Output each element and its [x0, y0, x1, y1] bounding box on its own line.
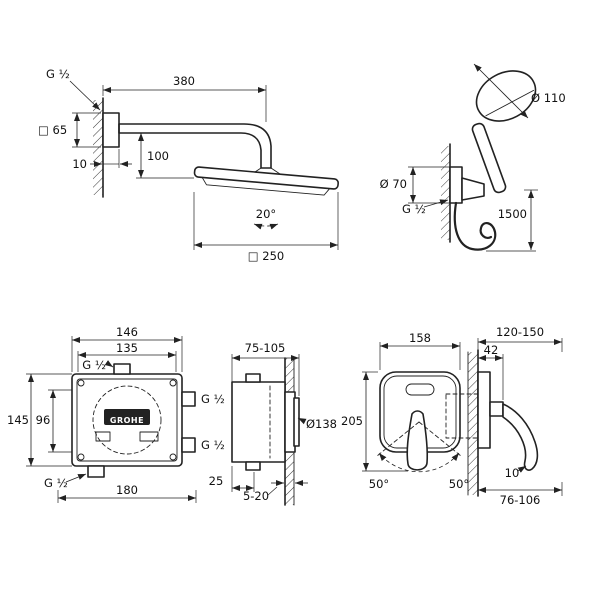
diverter-button [405, 383, 435, 396]
head-thread-label: G ½ [46, 67, 70, 81]
arm-length-label: 380 [173, 74, 195, 88]
trim-height-label: 205 [341, 414, 363, 428]
rough-in-side-geometry [231, 357, 300, 506]
rough-in-side-view: 75-105 Ø138 25 5-20 [209, 341, 337, 506]
flange-size-label: □ 65 [38, 123, 67, 137]
bottom-port-side [245, 461, 261, 471]
head-size-label: □ 250 [248, 249, 284, 263]
trim-side-dimensions: 120-150 42 10 76-106 [477, 325, 563, 507]
escutcheon-depth-label: 42 [484, 343, 499, 357]
head-shower-dimensions: 380 G ½ □ 65 10 100 20° [38, 67, 339, 263]
thread-right-bottom-label: G ½ [201, 438, 225, 452]
trim-side-view: 120-150 42 10 76-106 [445, 325, 563, 507]
swing-right-label: 50° [449, 477, 469, 491]
hand-head-diameter-label: Ø 110 [531, 91, 566, 105]
lever-clearance-label: 10 [505, 466, 520, 480]
grohe-logo: GROHE [110, 416, 144, 425]
hose-length-label: 1500 [498, 207, 527, 221]
screw-hole [169, 379, 177, 387]
flange-depth-label: 10 [72, 157, 87, 171]
trim-front-dimensions: 158 205 50° 50° [341, 331, 469, 491]
depth-range-label: 120-150 [496, 325, 544, 339]
width-total-label: 146 [116, 325, 138, 339]
trim-front-view: 158 205 50° 50° [341, 331, 469, 491]
bottom-port [87, 465, 105, 478]
thread-bottom-label: G ½ [44, 476, 68, 490]
rough-in-box-side [231, 381, 286, 463]
screw-hole [169, 453, 177, 461]
height-total-label: 145 [7, 413, 29, 427]
lever-handle-side [502, 403, 539, 471]
top-port-side [245, 373, 261, 383]
install-depth-label: 75-105 [245, 341, 286, 355]
rough-in-front-geometry: GROHE [71, 363, 196, 478]
screw-hole [77, 379, 85, 387]
width-inner-label: 135 [116, 341, 138, 355]
concealed-body [445, 393, 479, 439]
shower-hose [453, 201, 497, 251]
height-inner-label: 96 [36, 413, 51, 427]
trim-front-geometry [376, 371, 462, 473]
collar-outline [92, 385, 162, 455]
shower-arm-flange [102, 112, 120, 148]
hand-shower-handle [471, 122, 507, 194]
drop-label: 100 [147, 149, 169, 163]
right-port-top [181, 391, 196, 407]
holder-escutcheon [449, 166, 463, 204]
head-shower-disc [193, 166, 339, 196]
top-port [113, 363, 131, 375]
tilt-angle-label: 20° [256, 207, 276, 221]
plaster-range-label: 5-20 [243, 489, 269, 503]
collar-diameter-label: Ø138 [306, 417, 337, 431]
rough-in-side-dimensions: 75-105 Ø138 25 5-20 [209, 341, 337, 503]
rough-in-front-view: GROHE 146 135 G ½ 145 [7, 325, 225, 503]
wall-hatching [441, 146, 450, 240]
rough-in-front-dimensions: 146 135 G ½ 145 96 G ½ G ½ G ½ [7, 325, 225, 503]
lever-handle [406, 410, 429, 471]
hand-shower-dimensions: Ø 110 Ø 70 G ½ 1500 [380, 63, 566, 252]
grohe-logo-plate [104, 409, 150, 425]
wall-hatching [93, 100, 103, 195]
head-shower-view: 380 G ½ □ 65 10 100 20° [38, 67, 339, 263]
thread-right-top-label: G ½ [201, 392, 225, 406]
head-shower-geometry [93, 97, 339, 198]
trim-plate-side [477, 371, 491, 449]
trim-width-label: 158 [409, 331, 431, 345]
right-port-bottom [181, 437, 196, 453]
hand-thread-label: G ½ [402, 202, 426, 216]
hand-shower-view: Ø 110 Ø 70 G ½ 1500 [380, 63, 566, 252]
depth-range-alt-label: 76-106 [500, 493, 541, 507]
holder-diameter-label: Ø 70 [380, 177, 407, 191]
shower-holder [461, 177, 485, 201]
lever-swing-arc [378, 452, 460, 473]
swing-left-label: 50° [369, 477, 389, 491]
bottom-offset-label: 25 [209, 474, 224, 488]
width-bottom-label: 180 [116, 483, 138, 497]
collar-flange [293, 397, 300, 447]
shower-arm [118, 123, 272, 169]
hand-shower-geometry [441, 70, 537, 251]
trim-side-geometry [445, 349, 539, 497]
thread-top-label: G ½ [82, 358, 106, 372]
screw-hole [77, 453, 85, 461]
cartridge-stem [489, 401, 504, 417]
wall-hatching [468, 352, 478, 495]
